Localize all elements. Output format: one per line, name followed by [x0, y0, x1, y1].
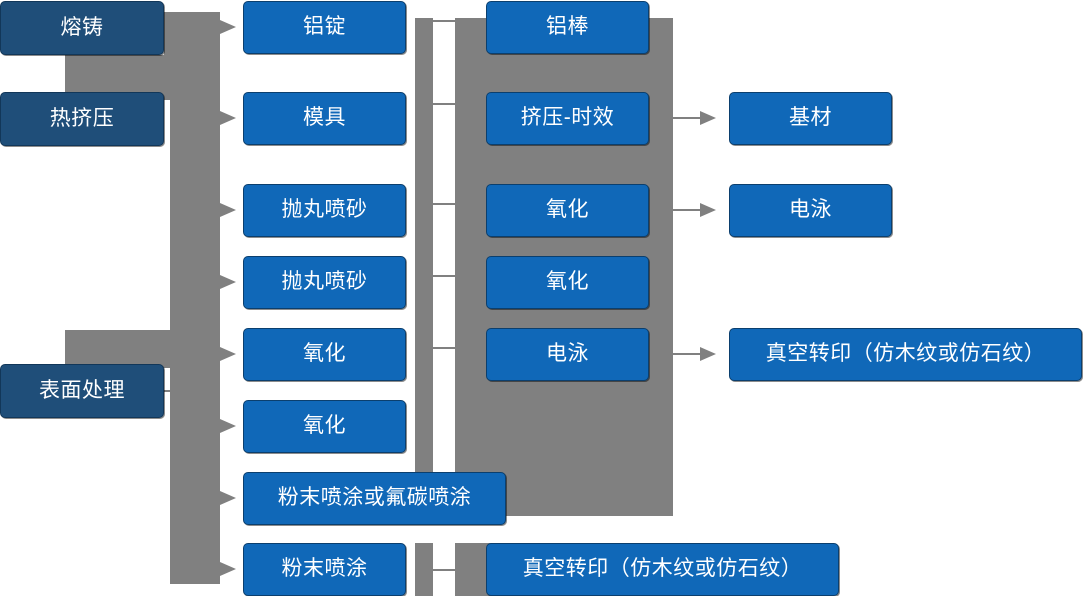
node-label: 粉末喷涂: [281, 557, 368, 581]
node-aluminum-bar[interactable]: 铝棒: [486, 1, 649, 54]
node-label: 电泳: [789, 198, 832, 222]
node-electrophoresis-a[interactable]: 电泳: [486, 328, 649, 381]
node-label: 熔铸: [60, 15, 104, 39]
node-label: 模具: [303, 106, 346, 130]
node-label: 氧化: [546, 198, 589, 222]
node-label: 热挤压: [49, 106, 115, 130]
node-label: 真空转印（仿木纹或仿石纹）: [522, 557, 803, 581]
node-label: 抛丸喷砂: [281, 270, 368, 294]
node-label: 抛丸喷砂: [281, 198, 368, 222]
node-label: 基材: [789, 106, 832, 130]
node-label: 氧化: [546, 270, 589, 294]
node-oxidation-c[interactable]: 氧化: [486, 184, 649, 237]
node-base-material[interactable]: 基材: [729, 92, 892, 145]
node-shot-blast-1[interactable]: 抛丸喷砂: [243, 184, 406, 237]
node-label: 铝棒: [546, 15, 589, 39]
node-melt-cast[interactable]: 熔铸: [0, 1, 164, 55]
node-label: 电泳: [546, 342, 589, 366]
node-shot-blast-2[interactable]: 抛丸喷砂: [243, 256, 406, 309]
node-label: 铝锭: [303, 15, 346, 39]
node-oxidation-d[interactable]: 氧化: [486, 256, 649, 309]
node-hot-extrusion[interactable]: 热挤压: [0, 92, 164, 146]
node-label: 粉末喷涂或氟碳喷涂: [277, 486, 472, 510]
node-label: 挤压-时效: [520, 106, 615, 130]
node-label: 氧化: [303, 342, 346, 366]
node-label: 表面处理: [39, 378, 125, 402]
node-aluminum-ingot[interactable]: 铝锭: [243, 1, 406, 54]
node-oxidation-b[interactable]: 氧化: [243, 400, 406, 453]
node-powder-or-fluoro[interactable]: 粉末喷涂或氟碳喷涂: [243, 472, 506, 525]
node-label: 真空转印（仿木纹或仿石纹）: [765, 342, 1046, 366]
node-powder-coating[interactable]: 粉末喷涂: [243, 543, 406, 596]
node-mold[interactable]: 模具: [243, 92, 406, 145]
node-extrude-aging[interactable]: 挤压-时效: [486, 92, 649, 145]
connector-operation-to-output: [673, 111, 716, 361]
node-vacuum-transfer-b[interactable]: 真空转印（仿木纹或仿石纹）: [729, 328, 1082, 381]
node-electrophoresis-b[interactable]: 电泳: [729, 184, 892, 237]
node-label: 氧化: [303, 414, 346, 438]
node-surface-treat[interactable]: 表面处理: [0, 364, 164, 418]
node-oxidation-a[interactable]: 氧化: [243, 328, 406, 381]
node-vacuum-transfer-a[interactable]: 真空转印（仿木纹或仿石纹）: [486, 543, 839, 596]
